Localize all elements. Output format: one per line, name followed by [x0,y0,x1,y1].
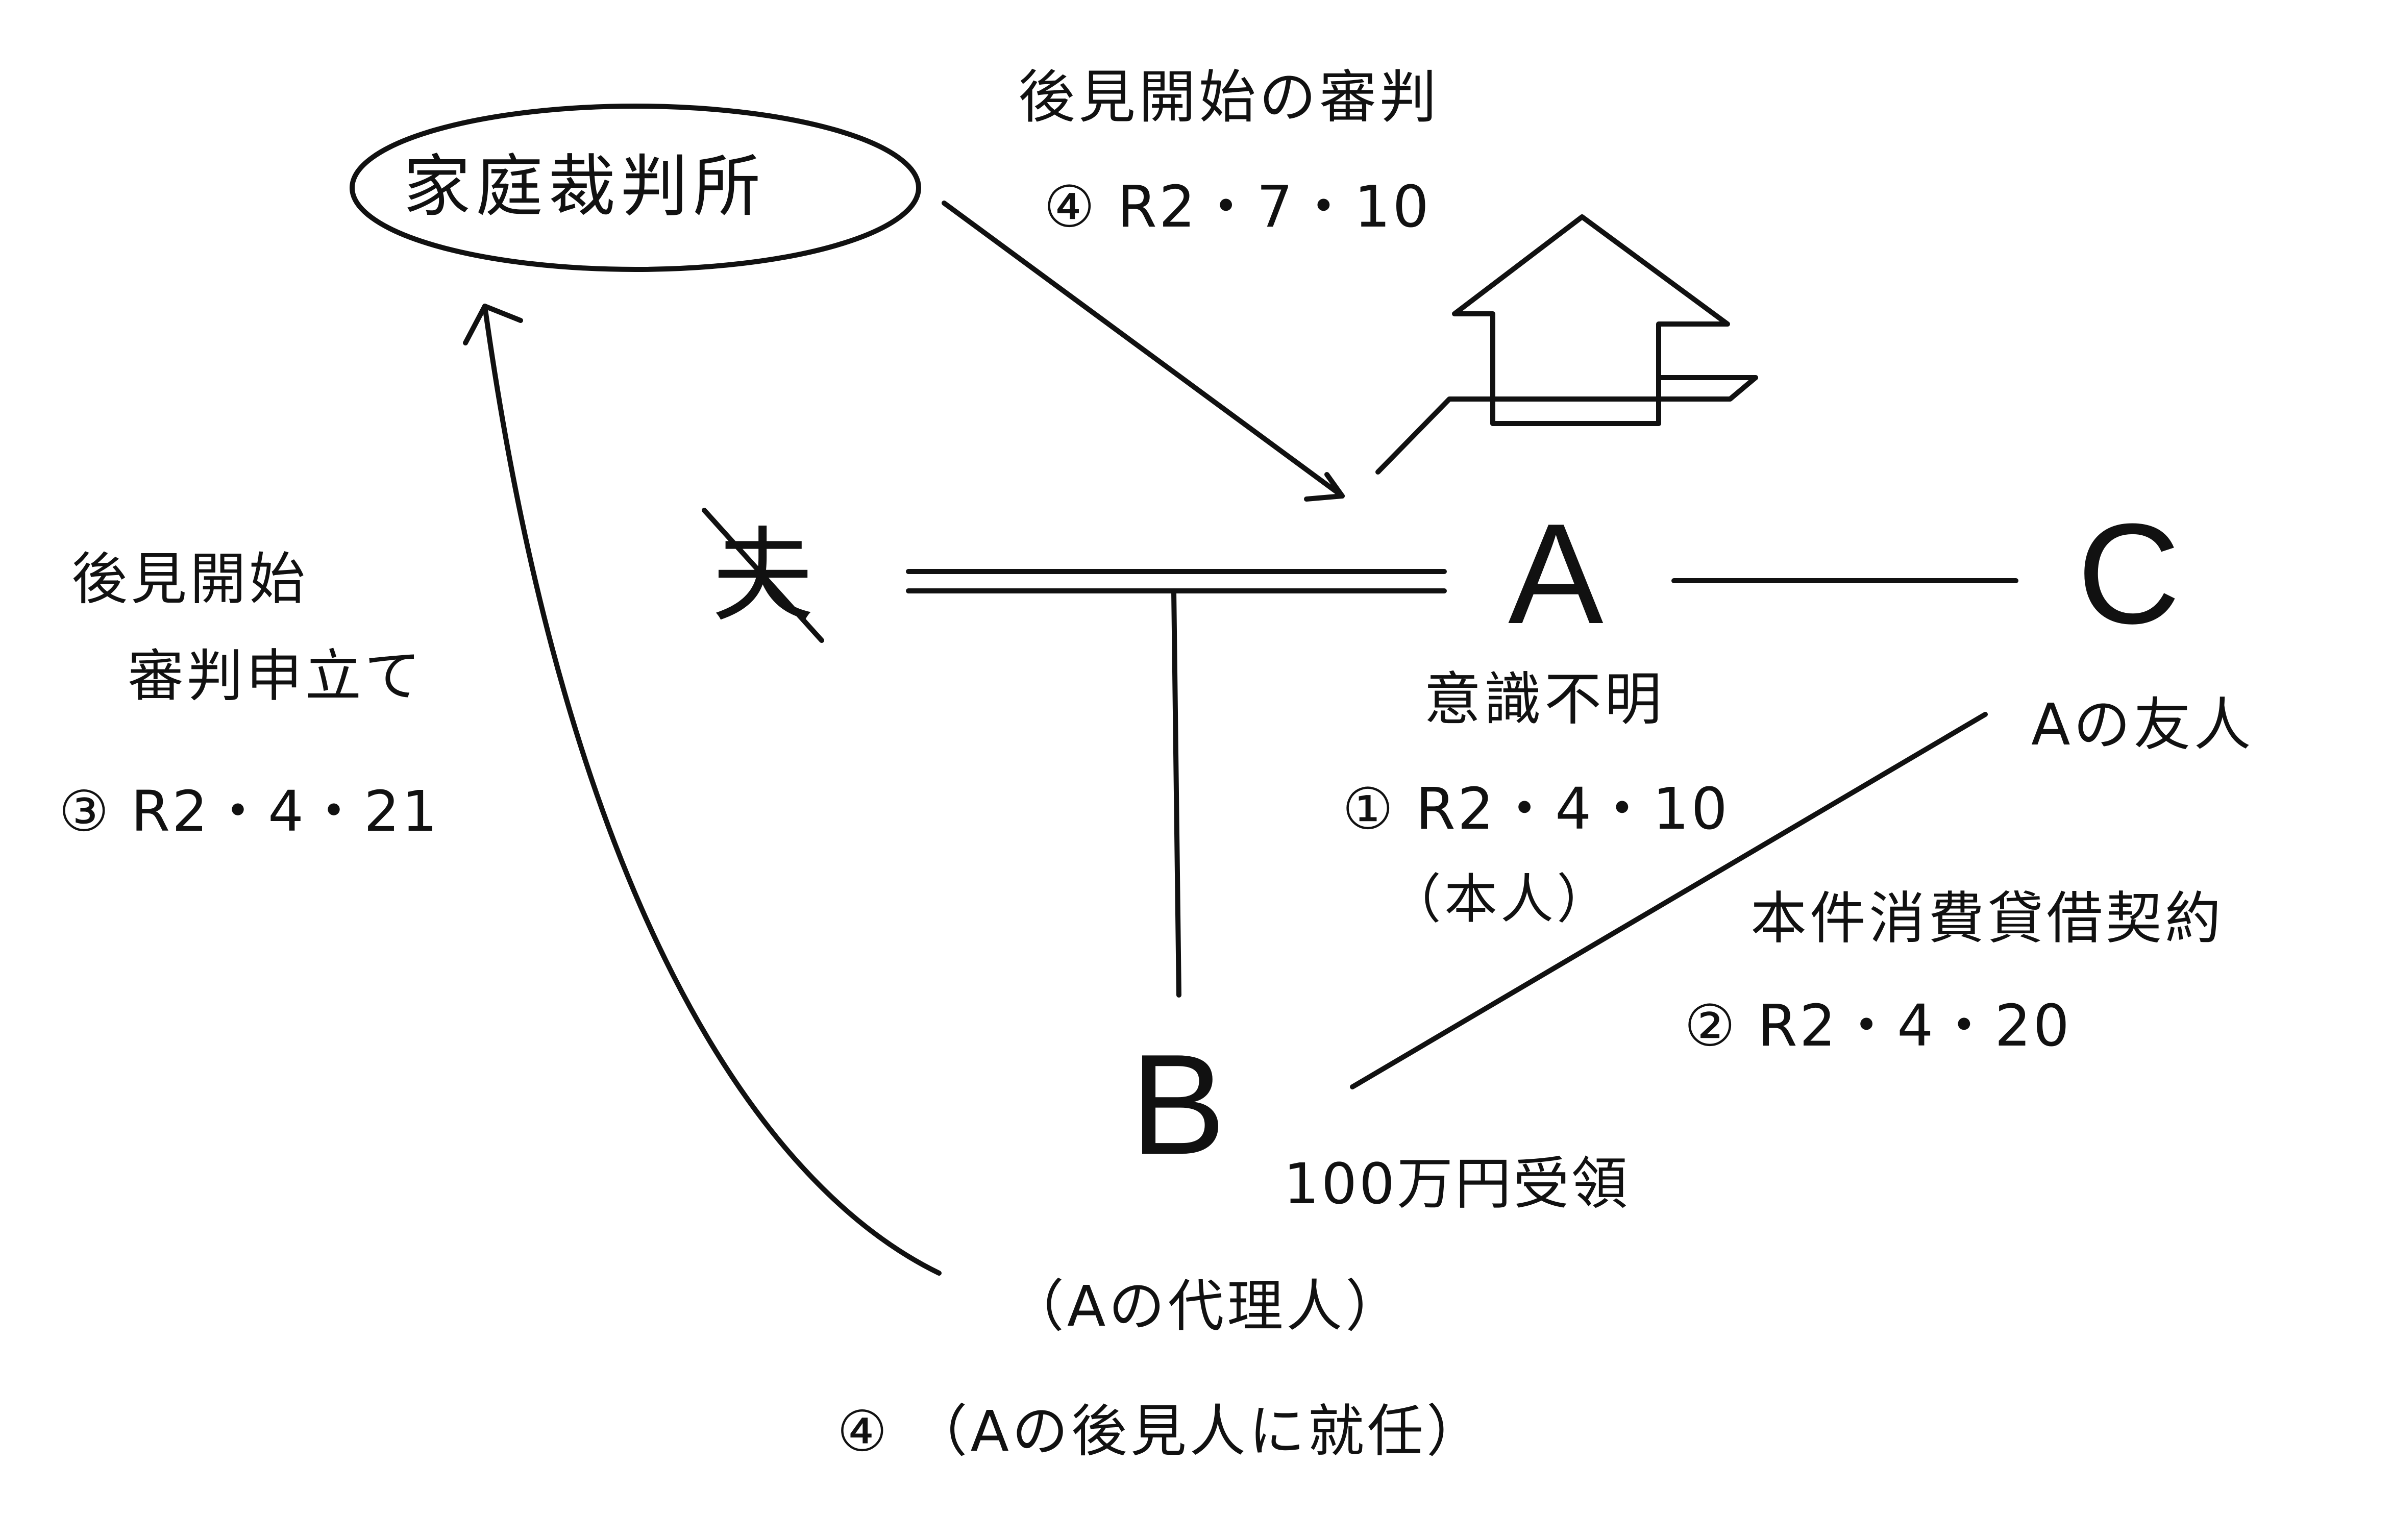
person-b-appointment: ④ （Aの後見人に就任） [837,1399,1486,1464]
petition-arrowhead [463,304,523,345]
petition-line2: 審判申立て [128,643,424,709]
person-b-label: B [1130,1025,1226,1184]
petition-arrow [482,304,942,1276]
person-b-role: （Aの代理人） [1008,1274,1405,1339]
ruling-date: ④ R2・7・10 [1044,174,1431,240]
court-label: 家庭裁判所 [403,147,766,226]
petition-date: ③ R2・4・21 [59,779,439,844]
contract-date: ② R2・4・20 [1684,993,2072,1059]
person-a-note: （本人） [1388,868,1613,930]
court-ellipse [350,104,921,272]
person-a-state: 意識不明 [1424,666,1665,733]
person-b-received: 100万円受領 [1284,1151,1630,1216]
person-c-relation: Aの友人 [2031,692,2254,758]
ruling-arrowhead [1304,472,1345,502]
house-icon [1375,214,1758,475]
child-line [1171,588,1181,998]
person-a-date: ① R2・4・10 [1342,776,1730,842]
contract-name: 本件消費貸借契約 [1750,886,2224,951]
person-c-label: C [2077,494,2181,654]
contract-line [1350,712,1988,1089]
petition-line1: 後見開始 [71,547,308,612]
deceased-spouse-label: 夫 [712,517,815,636]
person-a-label: A [1508,494,1604,654]
ruling-arrow [942,201,1345,499]
deceased-cross-mark [702,508,824,643]
ruling-title: 後見開始の審判 [1018,64,1440,131]
